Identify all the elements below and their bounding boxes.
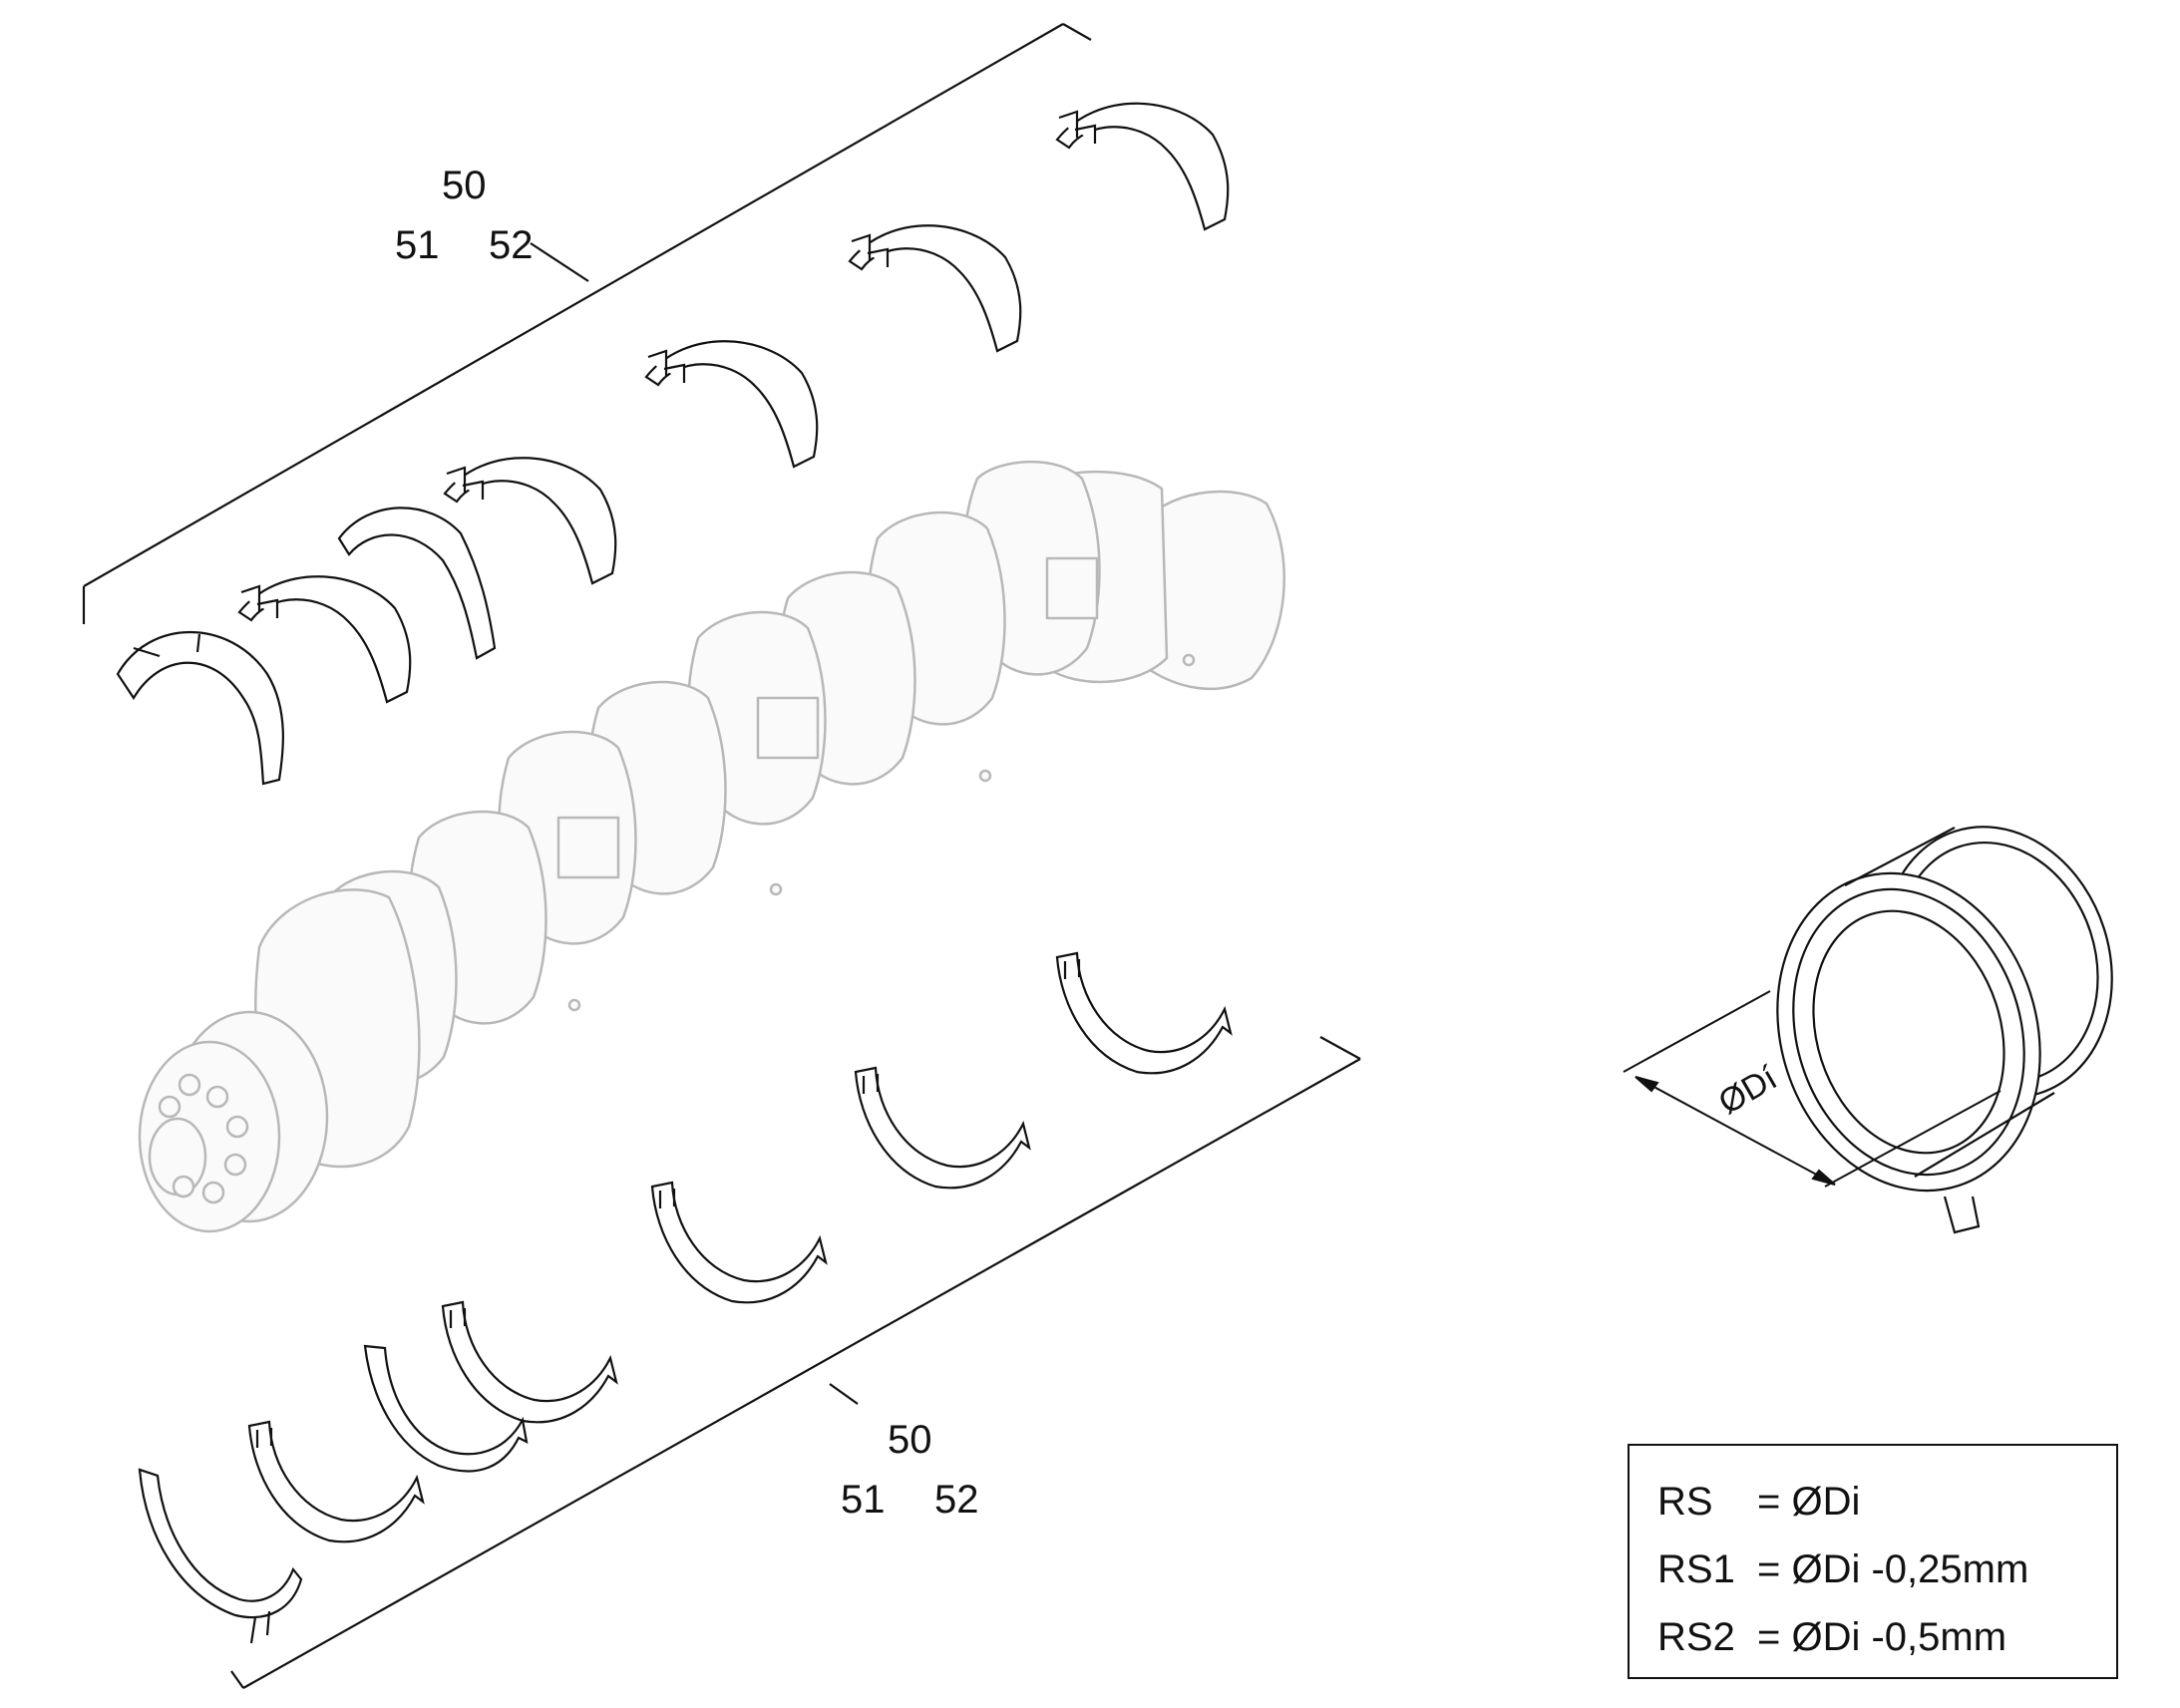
legend-box: RS = ØDi RS1 = ØDi -0,25mm RS2 = ØDi -0,… — [1628, 1444, 2118, 1679]
top-bracket — [82, 23, 1092, 624]
thrust-bearing-detail — [1776, 826, 2113, 1234]
callout-bottom-51: 51 — [841, 1478, 886, 1522]
legend-code: RS2 — [1657, 1615, 1735, 1659]
callout-top-51: 51 — [395, 223, 440, 267]
legend-value: = ØDi -0,5mm — [1757, 1615, 2007, 1659]
callout-top-50: 50 — [442, 164, 487, 207]
diameter-dimension — [1623, 990, 2001, 1188]
bottom-bracket — [230, 1036, 1361, 1689]
legend-value: = ØDi -0,25mm — [1757, 1547, 2029, 1591]
callout-bottom-50: 50 — [888, 1418, 932, 1462]
legend-value: = ØDi — [1757, 1480, 1861, 1524]
callout-bottom-52: 52 — [934, 1478, 979, 1522]
upper-bearing-shells — [116, 102, 1230, 786]
callout-top-52: 52 — [489, 223, 534, 267]
lower-bearing-shells — [138, 951, 1233, 1644]
legend-code: RS — [1657, 1480, 1713, 1524]
legend-code: RS1 — [1657, 1547, 1735, 1591]
crankshaft — [138, 460, 1286, 1233]
